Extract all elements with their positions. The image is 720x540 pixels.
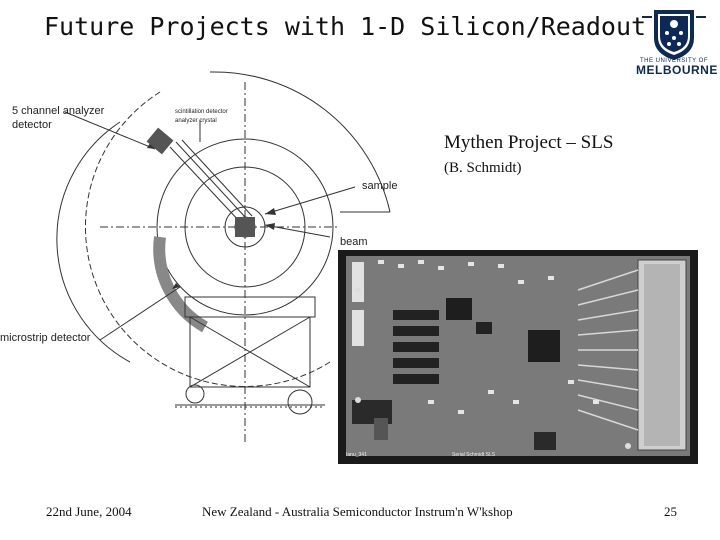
logo-line-2: MELBOURNE (636, 63, 718, 77)
project-name: Mythen Project – SLS (444, 132, 614, 153)
board-label-left: Ianu_341 (346, 452, 367, 458)
diffractometer-diagram (56, 71, 391, 442)
analyzer-label-line-2: detector (12, 119, 52, 131)
readout-board-photo (338, 250, 698, 464)
label-sample: sample (362, 180, 398, 192)
scint-label-line-1: scintillation detector (175, 109, 228, 115)
board-label-center: Serial Schmidt SLS (452, 452, 496, 458)
footer-date: 22nd June, 2004 (46, 504, 132, 519)
label-beam: beam (340, 236, 368, 248)
slide-title: Future Projects with 1-D Silicon/Readout (44, 12, 647, 41)
project-author: (B. Schmidt) (444, 160, 522, 176)
label-analyzer-detector: 5 channel analyzer detector (12, 104, 104, 132)
label-scintillation-detector: scintillation detector analyzer crystal (175, 108, 228, 126)
university-crest-logo (642, 10, 706, 60)
analyzer-label-line-1: 5 channel analyzer (12, 105, 105, 117)
scint-label-line-2: analyzer crystal (175, 118, 217, 124)
page-number: 25 (664, 504, 677, 519)
label-microstrip-detector: microstrip detector (0, 332, 91, 344)
logo-line-1: THE UNIVERSITY OF (639, 58, 709, 64)
university-name: THE UNIVERSITY OF MELBOURNE (636, 58, 718, 77)
footer-event: New Zealand - Australia Semiconductor In… (202, 504, 513, 519)
